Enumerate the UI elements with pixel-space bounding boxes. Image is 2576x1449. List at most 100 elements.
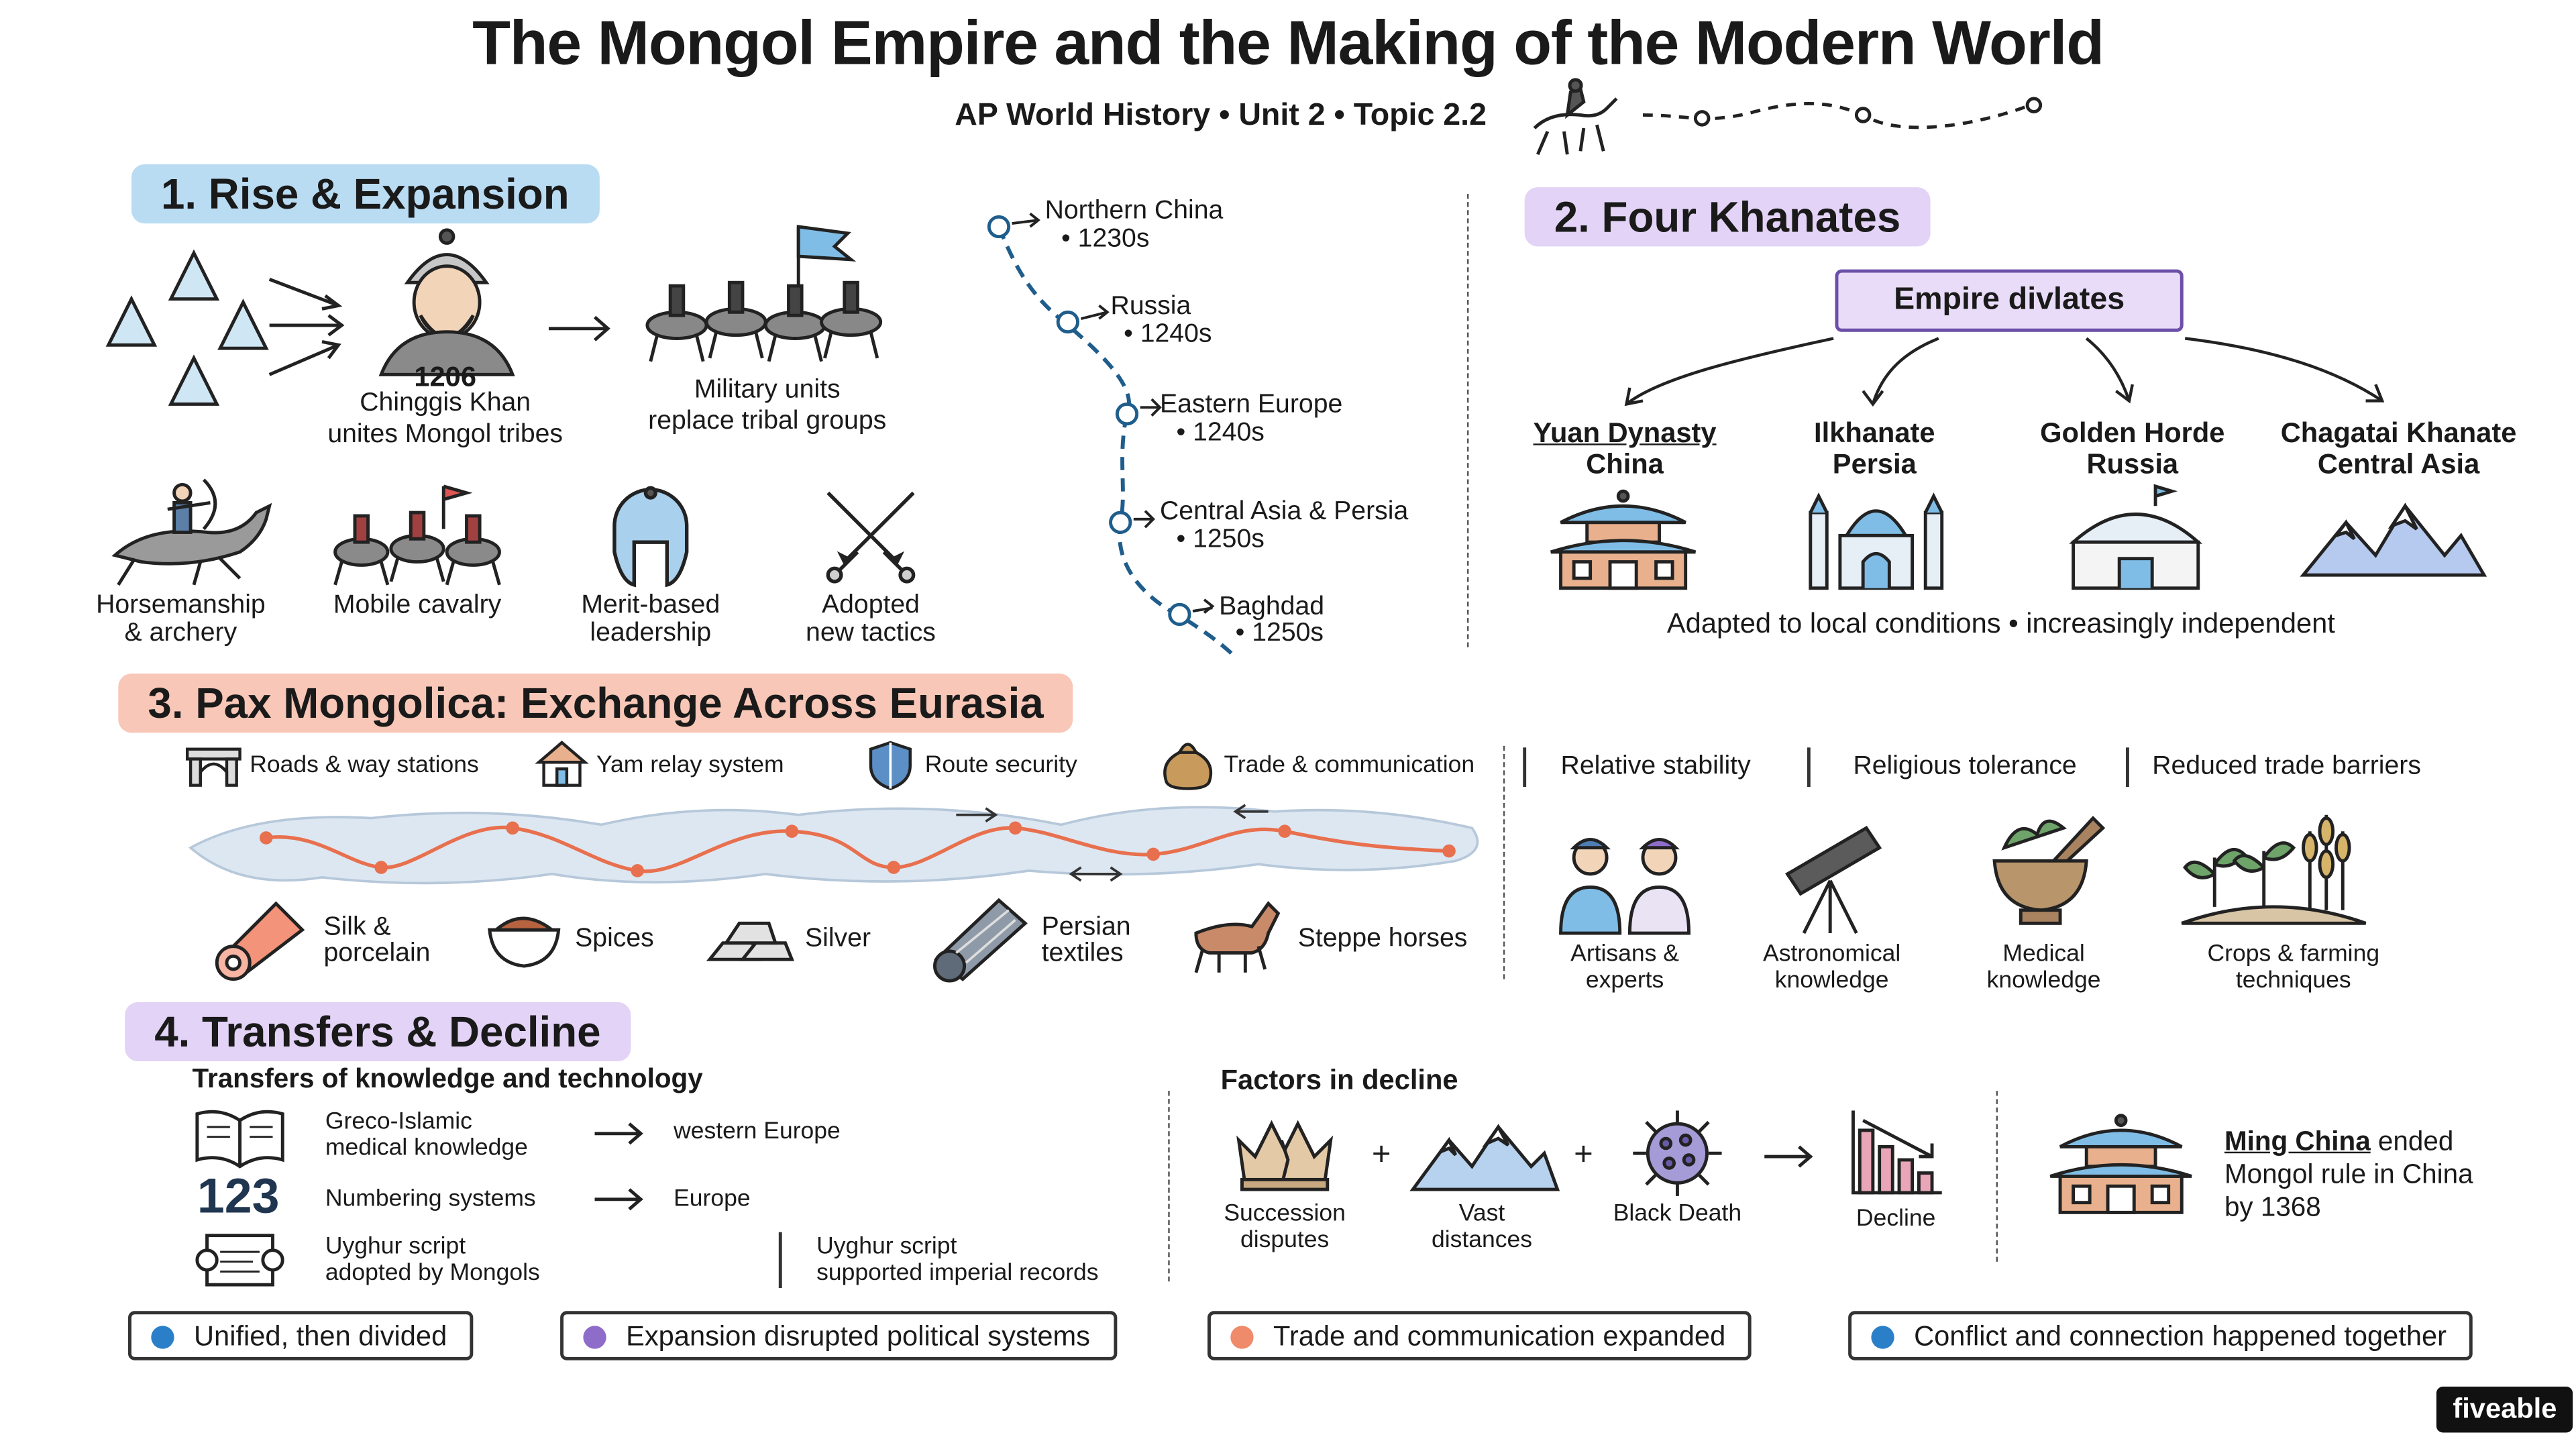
tents-icon xyxy=(105,249,269,406)
artisans-icon xyxy=(1559,838,1691,935)
khanate-name: Yuan Dynasty xyxy=(1533,417,1717,449)
good-label: Spices xyxy=(575,924,654,953)
theme-pill: Expansion disrupted political systems xyxy=(560,1311,1117,1360)
arrow-icon xyxy=(548,315,610,341)
ming-ended: ended xyxy=(2377,1127,2454,1157)
plus-sign: + xyxy=(1574,1136,1593,1173)
divider xyxy=(1996,1091,1998,1262)
good-label: Silver xyxy=(805,924,871,953)
factor-label: Vast xyxy=(1458,1201,1505,1228)
horse-rider-path-icon xyxy=(1533,78,2043,156)
section-heading-pax: 3. Pax Mongolica: Exchange Across Eurasi… xyxy=(118,674,1073,733)
transfer-label: adopted by Mongols xyxy=(325,1260,540,1287)
factor-label: Black Death xyxy=(1613,1201,1742,1228)
section-heading-khanates: 2. Four Khanates xyxy=(1524,187,1931,247)
theme-dot xyxy=(1230,1326,1254,1349)
transfer-dest: western Europe xyxy=(674,1118,841,1145)
divider xyxy=(1503,745,1505,979)
unify-label-1: Chinggis Khan xyxy=(360,389,531,418)
feature-label: Horsemanship xyxy=(96,591,266,620)
script-note: supported imperial records xyxy=(816,1260,1099,1287)
exchange-label: techniques xyxy=(2235,967,2351,994)
pagoda-icon xyxy=(2049,1114,2192,1214)
ming-line-3: by 1368 xyxy=(2224,1192,2321,1223)
year-1206: 1206 xyxy=(414,361,476,393)
transfer-label: medical knowledge xyxy=(325,1135,528,1162)
conquest-date: • 1250s xyxy=(1235,619,1324,647)
transfer-label: Numbering systems xyxy=(325,1186,536,1213)
conquest-place: Baghdad xyxy=(1219,593,1325,621)
mosque-icon xyxy=(1809,492,1944,590)
khanate-name: Ilkhanate xyxy=(1814,417,1935,449)
carpet-icon xyxy=(933,898,1028,983)
khanate-region: China xyxy=(1586,448,1664,480)
exchange-label: Medical xyxy=(2002,941,2085,968)
khanate-region: Persia xyxy=(1832,448,1917,480)
numbers-icon: 123 xyxy=(197,1169,280,1224)
infrastructure-label: Route security xyxy=(924,752,1077,779)
exchange-label: experts xyxy=(1585,967,1664,994)
section-heading-transfers: 4. Transfers & Decline xyxy=(125,1002,631,1062)
page-title: The Mongol Empire and the Making of the … xyxy=(472,9,2104,79)
spice-bowl-icon xyxy=(488,916,561,968)
khanate-name: Golden Horde xyxy=(2040,417,2225,449)
theme-pill: Conflict and connection happened togethe… xyxy=(1848,1311,2473,1360)
infrastructure-label: Roads & way stations xyxy=(250,752,479,779)
divider xyxy=(1466,193,1469,647)
theme-label: Trade and communication expanded xyxy=(1273,1320,1726,1352)
exchange-label: Artisans & xyxy=(1570,941,1679,968)
feature-label: & archery xyxy=(124,619,237,647)
khanate-branch-arrows xyxy=(1624,337,2385,407)
crops-icon xyxy=(2181,814,2367,925)
factor-label: Succession xyxy=(1224,1201,1346,1228)
conquest-date: • 1230s xyxy=(1061,225,1150,254)
good-label: Silk & xyxy=(323,913,391,942)
transfer-label: Uyghur script xyxy=(325,1234,466,1260)
divider xyxy=(1807,747,1810,788)
exchange-label: knowledge xyxy=(1774,967,1889,994)
theme-dot xyxy=(151,1326,174,1349)
khanate-name: Chagatai Khanate xyxy=(2280,417,2517,449)
good-label: porcelain xyxy=(323,939,431,968)
divider xyxy=(2126,747,2129,788)
telescope-icon xyxy=(1785,826,1882,934)
feature-label: new tactics xyxy=(806,619,936,647)
decline-result: Decline xyxy=(1856,1205,1936,1232)
conquest-place: Central Asia & Persia xyxy=(1159,498,1409,526)
divider xyxy=(1168,1091,1170,1282)
arrow-icon xyxy=(1764,1145,1813,1168)
condition-label: Reduced trade barriers xyxy=(2152,752,2421,781)
feature-label: Mobile cavalry xyxy=(333,591,502,620)
exchange-label: Crops & farming xyxy=(2207,941,2380,968)
brand-logo[interactable]: fiveable xyxy=(2436,1386,2573,1433)
theme-pill: Unified, then divided xyxy=(128,1311,474,1360)
conquest-route xyxy=(987,212,1237,659)
helmet-icon xyxy=(612,486,689,588)
good-label: textiles xyxy=(1041,939,1124,968)
cavalry-banner-icon xyxy=(645,225,883,362)
theme-dot xyxy=(583,1326,606,1349)
script-note: Uyghur script xyxy=(816,1234,957,1260)
crossed-swords-icon xyxy=(826,491,916,584)
declining-chart-icon xyxy=(1851,1110,1942,1195)
divider xyxy=(1523,747,1526,788)
decline-heading: Factors in decline xyxy=(1220,1064,1458,1096)
yurt-icon xyxy=(2069,484,2203,590)
transfer-label: Greco-Islamic xyxy=(325,1109,472,1136)
theme-pill: Trade and communication expanded xyxy=(1208,1311,1752,1360)
transfers-subheading: Transfers of knowledge and technology xyxy=(192,1064,703,1095)
mortar-pestle-icon xyxy=(1992,816,2106,925)
khanate-region: Russia xyxy=(2086,448,2179,480)
unify-label-2: unites Mongol tribes xyxy=(327,420,564,449)
shield-icon xyxy=(869,741,912,790)
factor-label: disputes xyxy=(1240,1227,1330,1254)
ming-line-1: Ming China ended xyxy=(2224,1127,2453,1158)
conquest-place: Russia xyxy=(1110,292,1191,321)
military-label-2: replace tribal groups xyxy=(648,407,887,435)
conquest-place: Eastern Europe xyxy=(1159,390,1343,419)
book-icon xyxy=(195,1110,284,1169)
broken-crown-icon xyxy=(1236,1120,1334,1191)
plus-sign: + xyxy=(1371,1136,1391,1173)
gate-icon xyxy=(185,747,241,787)
exchange-label: knowledge xyxy=(1986,967,2101,994)
